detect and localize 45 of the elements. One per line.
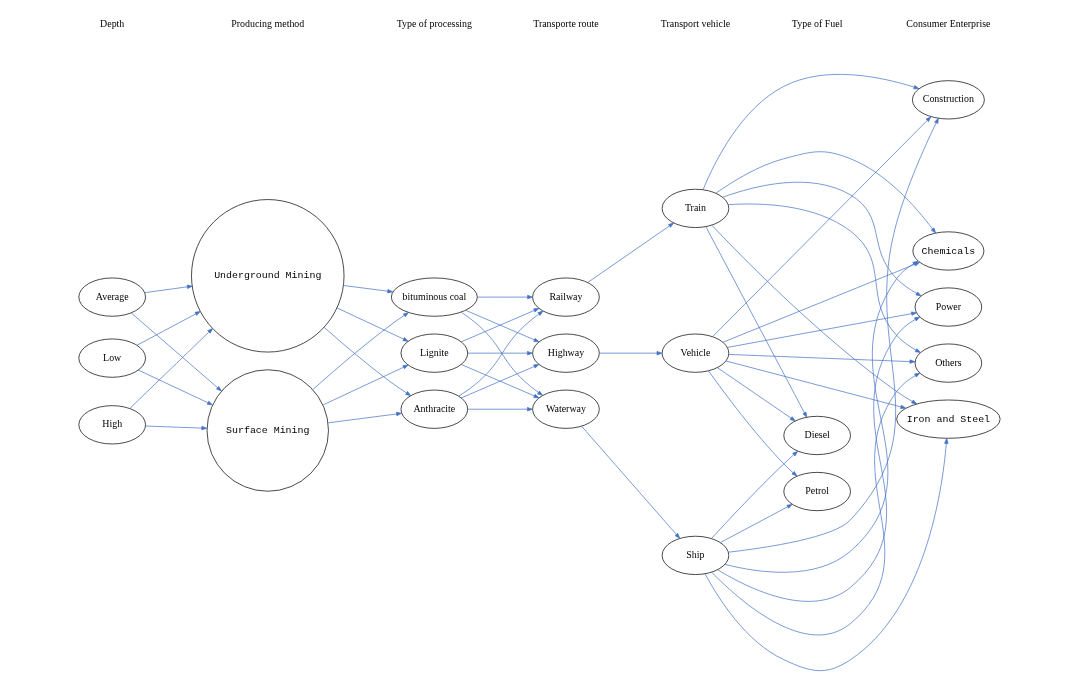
label: Transport vehicle [660, 17, 731, 29]
arrow [467, 351, 533, 356]
arrow [725, 360, 907, 409]
arrow [130, 312, 222, 392]
arrow [467, 407, 533, 412]
arrow [461, 364, 540, 399]
label: Type of processing [396, 17, 473, 29]
arrow [598, 351, 663, 356]
arrow [702, 74, 920, 190]
label: Depth [100, 17, 125, 29]
label: Producing method [231, 17, 305, 29]
label: Consumer Enterprise [906, 17, 991, 29]
arrow [336, 307, 409, 342]
node-ellipse: High [78, 405, 146, 445]
label: Transporte route [533, 17, 599, 29]
arrow [129, 328, 213, 409]
arrow [138, 369, 213, 406]
arrow [145, 425, 208, 431]
arrow [136, 311, 201, 346]
arrow [312, 312, 409, 390]
arrow [705, 226, 808, 418]
arrow [323, 327, 412, 396]
arrow [144, 284, 193, 294]
arrow [717, 316, 921, 602]
arrow [711, 372, 921, 636]
arrow [581, 425, 681, 539]
arrow [327, 411, 402, 424]
arrow [704, 438, 949, 671]
node-ellipse: Vehicle [661, 333, 730, 373]
arrow [477, 295, 533, 300]
arrow [587, 222, 674, 283]
label: Type of Fuel [791, 17, 843, 29]
arrow [715, 151, 936, 234]
arrow [727, 311, 917, 348]
node-ellipse: Low [78, 338, 146, 378]
arrow [717, 367, 796, 422]
arrow [342, 285, 394, 294]
arrow [712, 116, 932, 337]
arrow [711, 451, 798, 539]
node-ellipse: Average [78, 277, 146, 317]
arrow [728, 117, 939, 553]
arrow [728, 354, 916, 364]
arrow [322, 364, 409, 406]
arrow [720, 504, 793, 543]
arrow [708, 370, 798, 477]
